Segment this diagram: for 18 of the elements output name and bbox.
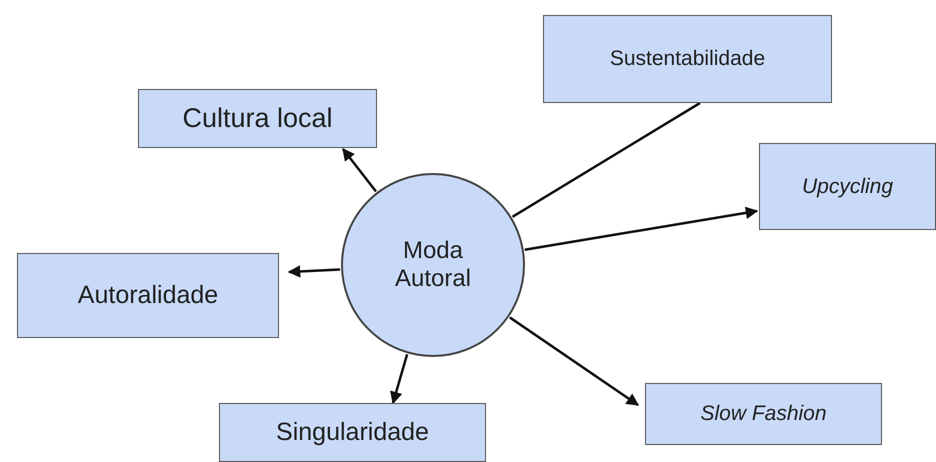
node-label: Upcycling <box>802 174 894 198</box>
arrow <box>342 148 377 192</box>
topic-box <box>17 253 279 338</box>
node-label: Autoralidade <box>78 281 218 310</box>
node-label: Cultura local <box>182 103 333 134</box>
arrow <box>524 206 758 251</box>
topic-box <box>543 15 832 103</box>
topic-box <box>219 403 486 462</box>
topic-box <box>138 89 377 148</box>
node-label: Moda Autoral <box>394 237 472 293</box>
arrow <box>288 265 340 278</box>
node-label: Sustentabilidade <box>610 47 766 71</box>
topic-box <box>759 143 936 230</box>
node-label: Singularidade <box>276 418 429 447</box>
node-label: Slow Fashion <box>700 402 827 426</box>
topic-box <box>645 383 882 445</box>
arrow <box>390 354 408 404</box>
arrow <box>509 316 640 406</box>
